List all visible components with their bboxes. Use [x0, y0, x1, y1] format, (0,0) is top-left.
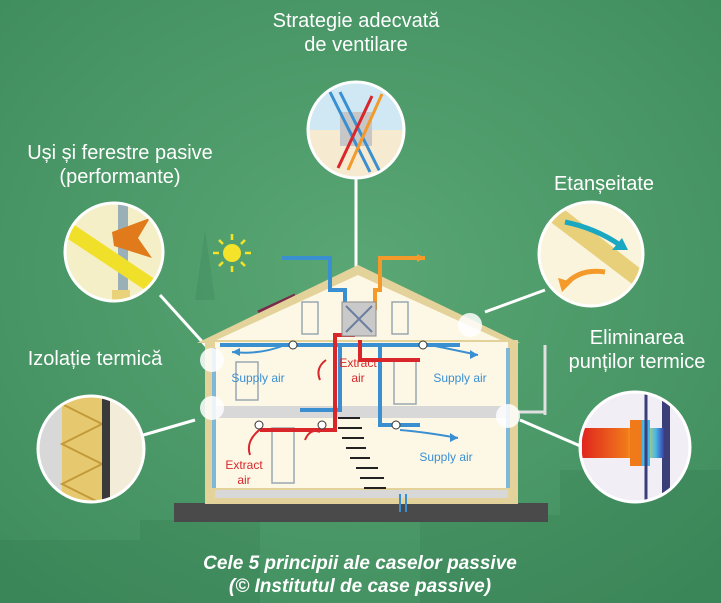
extract-air-label-upper-line2: air	[351, 371, 364, 385]
airtightness-detail-circle	[537, 200, 645, 308]
detail-markers	[200, 313, 520, 428]
ventilation-label-line1: Strategie adecvată	[272, 10, 440, 32]
solar-panel	[257, 293, 296, 314]
ventilation-label: Strategie adecvată de ventilare	[236, 9, 476, 57]
figure-caption: Cele 5 principii ale caselor passive (© …	[140, 552, 580, 598]
thermal-bridges-label-line2: punților termice	[568, 351, 706, 373]
windows-label-line1: Uși și ferestre pasive	[27, 142, 213, 164]
supply-air-arrowheads	[232, 254, 478, 442]
heat-exchanger-icon	[345, 305, 373, 333]
extract-air-label-lower-line1: Extract	[225, 458, 263, 472]
thermal-bridge-detail-circle	[578, 390, 692, 504]
airtightness-label: Etanșeitate	[553, 173, 655, 195]
caption-line1: Cele 5 principii ale caselor passive	[203, 553, 517, 574]
window-detail-circle	[63, 201, 165, 303]
thermal-bridges-label-line1: Eliminarea	[589, 327, 685, 349]
sun-icon	[213, 234, 251, 272]
insulation-label: Izolație termică	[27, 348, 163, 370]
ventilation-detail-circle	[306, 80, 406, 180]
extract-air-label-lower-line2: air	[237, 473, 250, 487]
supply-air-label-ground: Supply air	[419, 450, 472, 464]
windows-label: Uși și ferestre pasive (performante)	[0, 141, 240, 189]
supply-air-label-left: Supply air	[231, 371, 284, 385]
insulation-detail-circle	[36, 394, 146, 504]
ventilation-label-line2: de ventilare	[304, 34, 408, 56]
air-valves	[254, 340, 428, 430]
extract-air-label-upper-line1: Extract	[339, 356, 377, 370]
caption-line2: (© Institutul de case passive)	[228, 576, 492, 597]
supply-air-label-right: Supply air	[433, 371, 486, 385]
windows-label-line2: (performante)	[59, 166, 181, 188]
connector-lines	[139, 178, 586, 450]
thermal-bridges-label: Eliminarea punților termice	[556, 326, 718, 374]
